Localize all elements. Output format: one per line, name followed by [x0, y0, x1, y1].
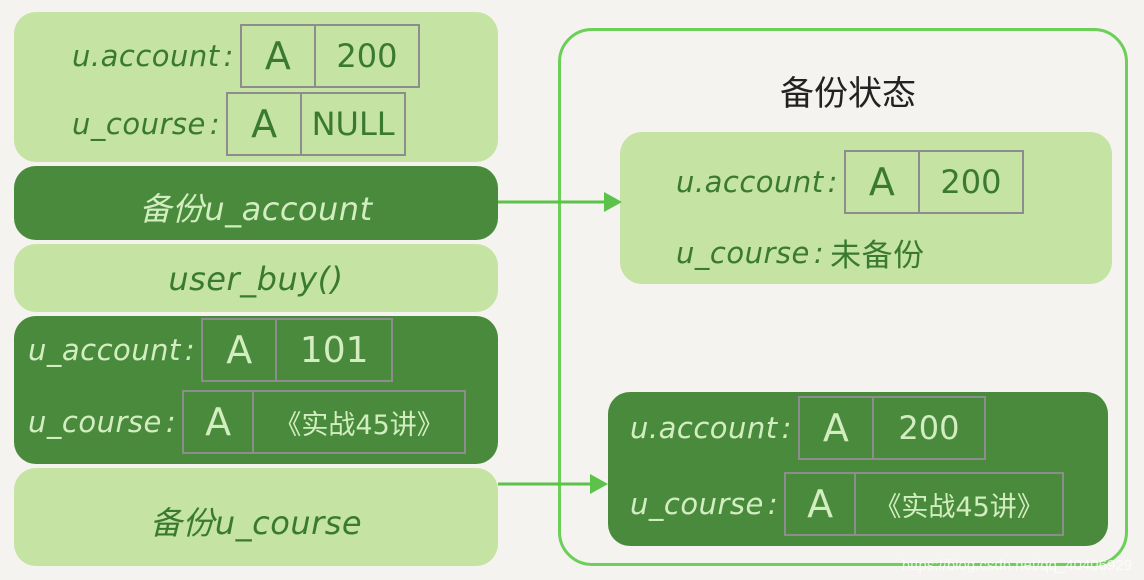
course-label: u_course — [28, 405, 162, 439]
colon: : — [827, 165, 838, 199]
account-value-cell: 200 — [313, 26, 418, 86]
course-label: u_course — [630, 487, 764, 521]
course-not-backed-up-text: 未备份 — [830, 238, 925, 274]
step-backup-course-block: 备份u_course — [14, 468, 498, 566]
step-backup-account-block: 备份u_account — [14, 166, 498, 240]
snapshot-2-block: u.account : A 200 u_course : A 《实战45讲》 — [608, 392, 1108, 546]
snapshot-1-block: u.account : A 200 u_course : 未备份 — [620, 132, 1112, 284]
initial-state-block: u.account : A 200 u_course : A NULL — [14, 12, 498, 162]
course-cells: A NULL — [226, 92, 407, 156]
course-cells: A 《实战45讲》 — [784, 472, 1065, 536]
account-cells: A 101 — [201, 318, 394, 382]
account-cells: A 200 — [797, 396, 986, 460]
colon: : — [209, 107, 221, 141]
after-buy-state-block: u_account : A 101 u_course : A 《实战45讲》 — [14, 316, 498, 464]
course-label: u_course — [72, 107, 206, 141]
account-key-cell: A — [868, 160, 895, 204]
account-label: u.account — [630, 411, 778, 445]
backup-state-container — [558, 28, 1128, 566]
arrow-backup-account — [498, 192, 622, 212]
account-key-cell: A — [822, 406, 849, 450]
course-value-cell: 《实战45讲》 — [252, 392, 464, 452]
account-label: u.account — [72, 39, 220, 73]
course-key-cell: A — [251, 102, 278, 146]
colon: : — [781, 411, 792, 445]
course-value-cell: 《实战45讲》 — [854, 474, 1062, 534]
colon: : — [184, 333, 196, 367]
colon: : — [767, 487, 779, 521]
account-value-cell: 200 — [871, 398, 984, 458]
account-value-cell: 200 — [917, 152, 1022, 212]
backup-state-title: 备份状态 — [780, 74, 916, 114]
watermark: https://blog.csdn.net/qq_40406929 — [901, 557, 1132, 574]
account-cells: A 200 — [843, 150, 1024, 214]
arrow-backup-course — [498, 474, 608, 494]
step-backup-account-label: 备份u_account — [139, 190, 373, 228]
step-user-buy-label: user_buy() — [168, 260, 344, 298]
account-key-cell: A — [226, 328, 253, 372]
colon: : — [165, 405, 177, 439]
course-key-cell: A — [205, 400, 232, 444]
course-key-cell: A — [807, 482, 834, 526]
account-cells: A 200 — [239, 24, 420, 88]
colon: : — [813, 235, 825, 270]
course-value-cell: NULL — [300, 94, 404, 154]
course-cells: A 《实战45讲》 — [182, 390, 467, 454]
step-backup-course-label: 备份u_course — [149, 504, 363, 542]
colon: : — [223, 39, 234, 73]
account-label: u_account — [28, 333, 181, 367]
account-label: u.account — [676, 165, 824, 199]
course-label: u_course — [676, 235, 810, 270]
account-key-cell: A — [264, 34, 291, 78]
step-user-buy-block: user_buy() — [14, 244, 498, 312]
account-value-cell: 101 — [275, 320, 391, 380]
